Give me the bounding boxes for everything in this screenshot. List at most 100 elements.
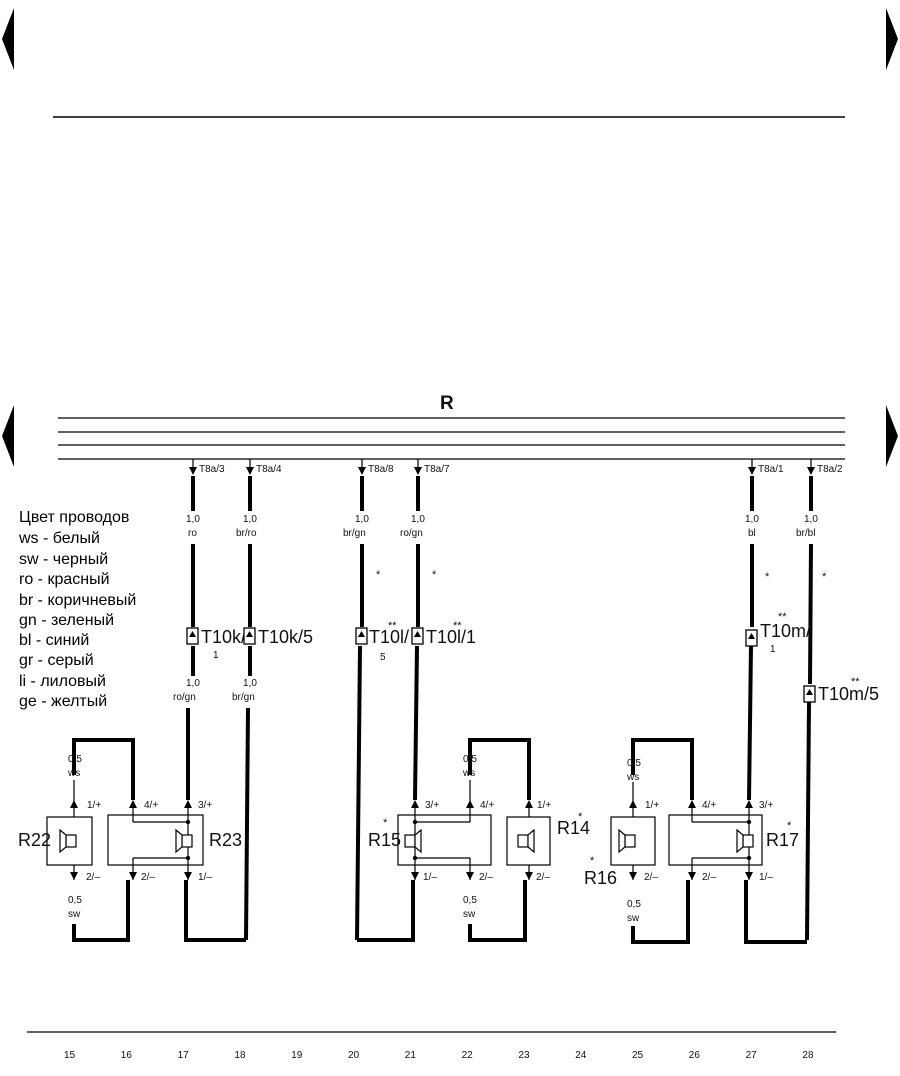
svg-text:*: * — [383, 817, 388, 829]
svg-text:T8a/1: T8a/1 — [758, 464, 784, 475]
connector-t10m-1: T10m/ 1 ** — [745, 611, 811, 655]
scale-number: 15 — [64, 1050, 76, 1061]
connector-t10k-1: T10k/ 1 — [186, 627, 246, 661]
svg-text:sw: sw — [463, 909, 476, 920]
svg-text:1,0: 1,0 — [186, 678, 200, 689]
svg-text:2/–: 2/– — [479, 872, 493, 883]
bus-lines — [58, 417, 845, 460]
svg-text:ws: ws — [67, 768, 80, 779]
connector-t10l-1: T10l/1 ** — [411, 620, 476, 647]
note-mark: * — [376, 569, 381, 581]
scale-number: 20 — [348, 1050, 360, 1061]
svg-text:ws: ws — [626, 772, 639, 783]
note-mark: * — [822, 571, 827, 583]
component-label-r23: R23 — [209, 830, 242, 850]
legend-title: Цвет проводов — [19, 509, 129, 526]
legend-item: sw - черный — [19, 551, 108, 568]
svg-text:1/–: 1/– — [423, 872, 437, 883]
svg-text:1,0: 1,0 — [243, 514, 257, 525]
svg-text:4/+: 4/+ — [144, 800, 158, 811]
next-page-arrow[interactable] — [886, 8, 898, 70]
component-label-r14: R14 — [557, 818, 590, 838]
svg-text:3/+: 3/+ — [759, 800, 773, 811]
svg-text:0,5: 0,5 — [463, 754, 477, 765]
scale-number: 18 — [234, 1050, 246, 1061]
svg-text:T8a/8: T8a/8 — [368, 464, 394, 475]
svg-text:br/ro: br/ro — [236, 528, 257, 539]
scale-number: 23 — [518, 1050, 530, 1061]
note-mark: ** — [388, 620, 397, 632]
svg-text:2/–: 2/– — [702, 872, 716, 883]
svg-text:0,5: 0,5 — [627, 758, 641, 769]
legend-item: ge - желтый — [19, 693, 107, 710]
note-mark: * — [432, 569, 437, 581]
svg-text:T8a/2: T8a/2 — [817, 464, 843, 475]
scale-number: 17 — [178, 1050, 190, 1061]
legend-item: gn - зеленый — [19, 612, 114, 629]
svg-text:T8a/4: T8a/4 — [256, 464, 282, 475]
wire-color-legend: Цвет проводов ws - белый sw - черный ro … — [18, 509, 136, 710]
svg-text:4/+: 4/+ — [480, 800, 494, 811]
svg-text:sw: sw — [627, 913, 640, 924]
scale-number: 26 — [689, 1050, 701, 1061]
note-mark: ** — [778, 611, 787, 623]
prev-page-arrow[interactable] — [2, 8, 14, 70]
component-label-r15: R15 — [368, 830, 401, 850]
svg-text:T10m/5: T10m/5 — [818, 684, 879, 704]
svg-text:5: 5 — [380, 652, 386, 663]
bus-label: R — [440, 393, 454, 414]
svg-text:T10k/5: T10k/5 — [258, 627, 313, 647]
scale-number: 22 — [462, 1050, 474, 1061]
svg-text:T10l/1: T10l/1 — [426, 627, 476, 647]
connector-t10l-5: T10l/ 5 ** — [355, 620, 409, 663]
svg-text:T10m/: T10m/ — [760, 621, 811, 641]
scale-number: 21 — [405, 1050, 417, 1061]
svg-text:2/–: 2/– — [86, 872, 100, 883]
legend-item: ro - красный — [19, 571, 110, 588]
svg-text:ws: ws — [462, 768, 475, 779]
speaker-group-right: 0,5 ws 1/+ 4/+ 3/+ R16 * R17 * 2/– 2/– — [584, 738, 807, 944]
wire-column-18: T8a/4 1,0 br/ro 1,0 br/gn — [232, 459, 282, 941]
wire-column-17: T8a/3 1,0 ro 1,0 ro/gn — [173, 459, 225, 800]
svg-text:*: * — [787, 820, 792, 832]
scale-number: 25 — [632, 1050, 644, 1061]
svg-text:T8a/7: T8a/7 — [424, 464, 450, 475]
svg-text:3/+: 3/+ — [198, 800, 212, 811]
svg-text:1,0: 1,0 — [243, 678, 257, 689]
prev-section-arrow[interactable] — [2, 405, 14, 467]
svg-text:2/–: 2/– — [644, 872, 658, 883]
svg-text:3/+: 3/+ — [425, 800, 439, 811]
svg-text:1/+: 1/+ — [645, 800, 659, 811]
svg-text:1/+: 1/+ — [87, 800, 101, 811]
svg-text:1/+: 1/+ — [537, 800, 551, 811]
svg-text:br/gn: br/gn — [232, 692, 255, 703]
svg-text:1: 1 — [213, 650, 219, 661]
svg-text:1,0: 1,0 — [186, 514, 200, 525]
legend-item: ws - белый — [18, 530, 100, 547]
svg-text:T10k/: T10k/ — [201, 627, 246, 647]
connector-t10k-5: T10k/5 — [243, 627, 313, 647]
scale-number: 27 — [746, 1050, 758, 1061]
svg-text:T10l/: T10l/ — [369, 627, 409, 647]
svg-text:0,5: 0,5 — [627, 899, 641, 910]
legend-item: gr - серый — [19, 652, 94, 669]
svg-text:1: 1 — [770, 644, 776, 655]
scale-number: 19 — [291, 1050, 303, 1061]
component-label-r17: R17 — [766, 830, 799, 850]
component-label-r22: R22 — [18, 830, 51, 850]
note-mark: ** — [851, 676, 860, 688]
speaker-group-left: 0,5 ws 1/+ 4/+ 3/+ R22 R23 2/– 2/– 1 — [18, 738, 246, 942]
scale-number: 16 — [121, 1050, 133, 1061]
speaker-group-middle: 0,5 ws 3/+ 4/+ 1/+ R15 * R14 * 1/– 2/– — [357, 738, 590, 942]
wire-column-28: T8a/2 1,0 br/bl — [796, 459, 843, 941]
svg-text:0,5: 0,5 — [68, 754, 82, 765]
wire-column-21: T8a/7 1,0 ro/gn — [400, 459, 450, 801]
svg-text:ro/gn: ro/gn — [400, 528, 423, 539]
svg-text:1,0: 1,0 — [745, 514, 759, 525]
svg-text:2/–: 2/– — [141, 872, 155, 883]
note-mark: ** — [453, 620, 462, 632]
svg-text:1,0: 1,0 — [355, 514, 369, 525]
next-section-arrow[interactable] — [886, 405, 898, 467]
connector-t10m-5: T10m/5 ** — [803, 676, 879, 704]
